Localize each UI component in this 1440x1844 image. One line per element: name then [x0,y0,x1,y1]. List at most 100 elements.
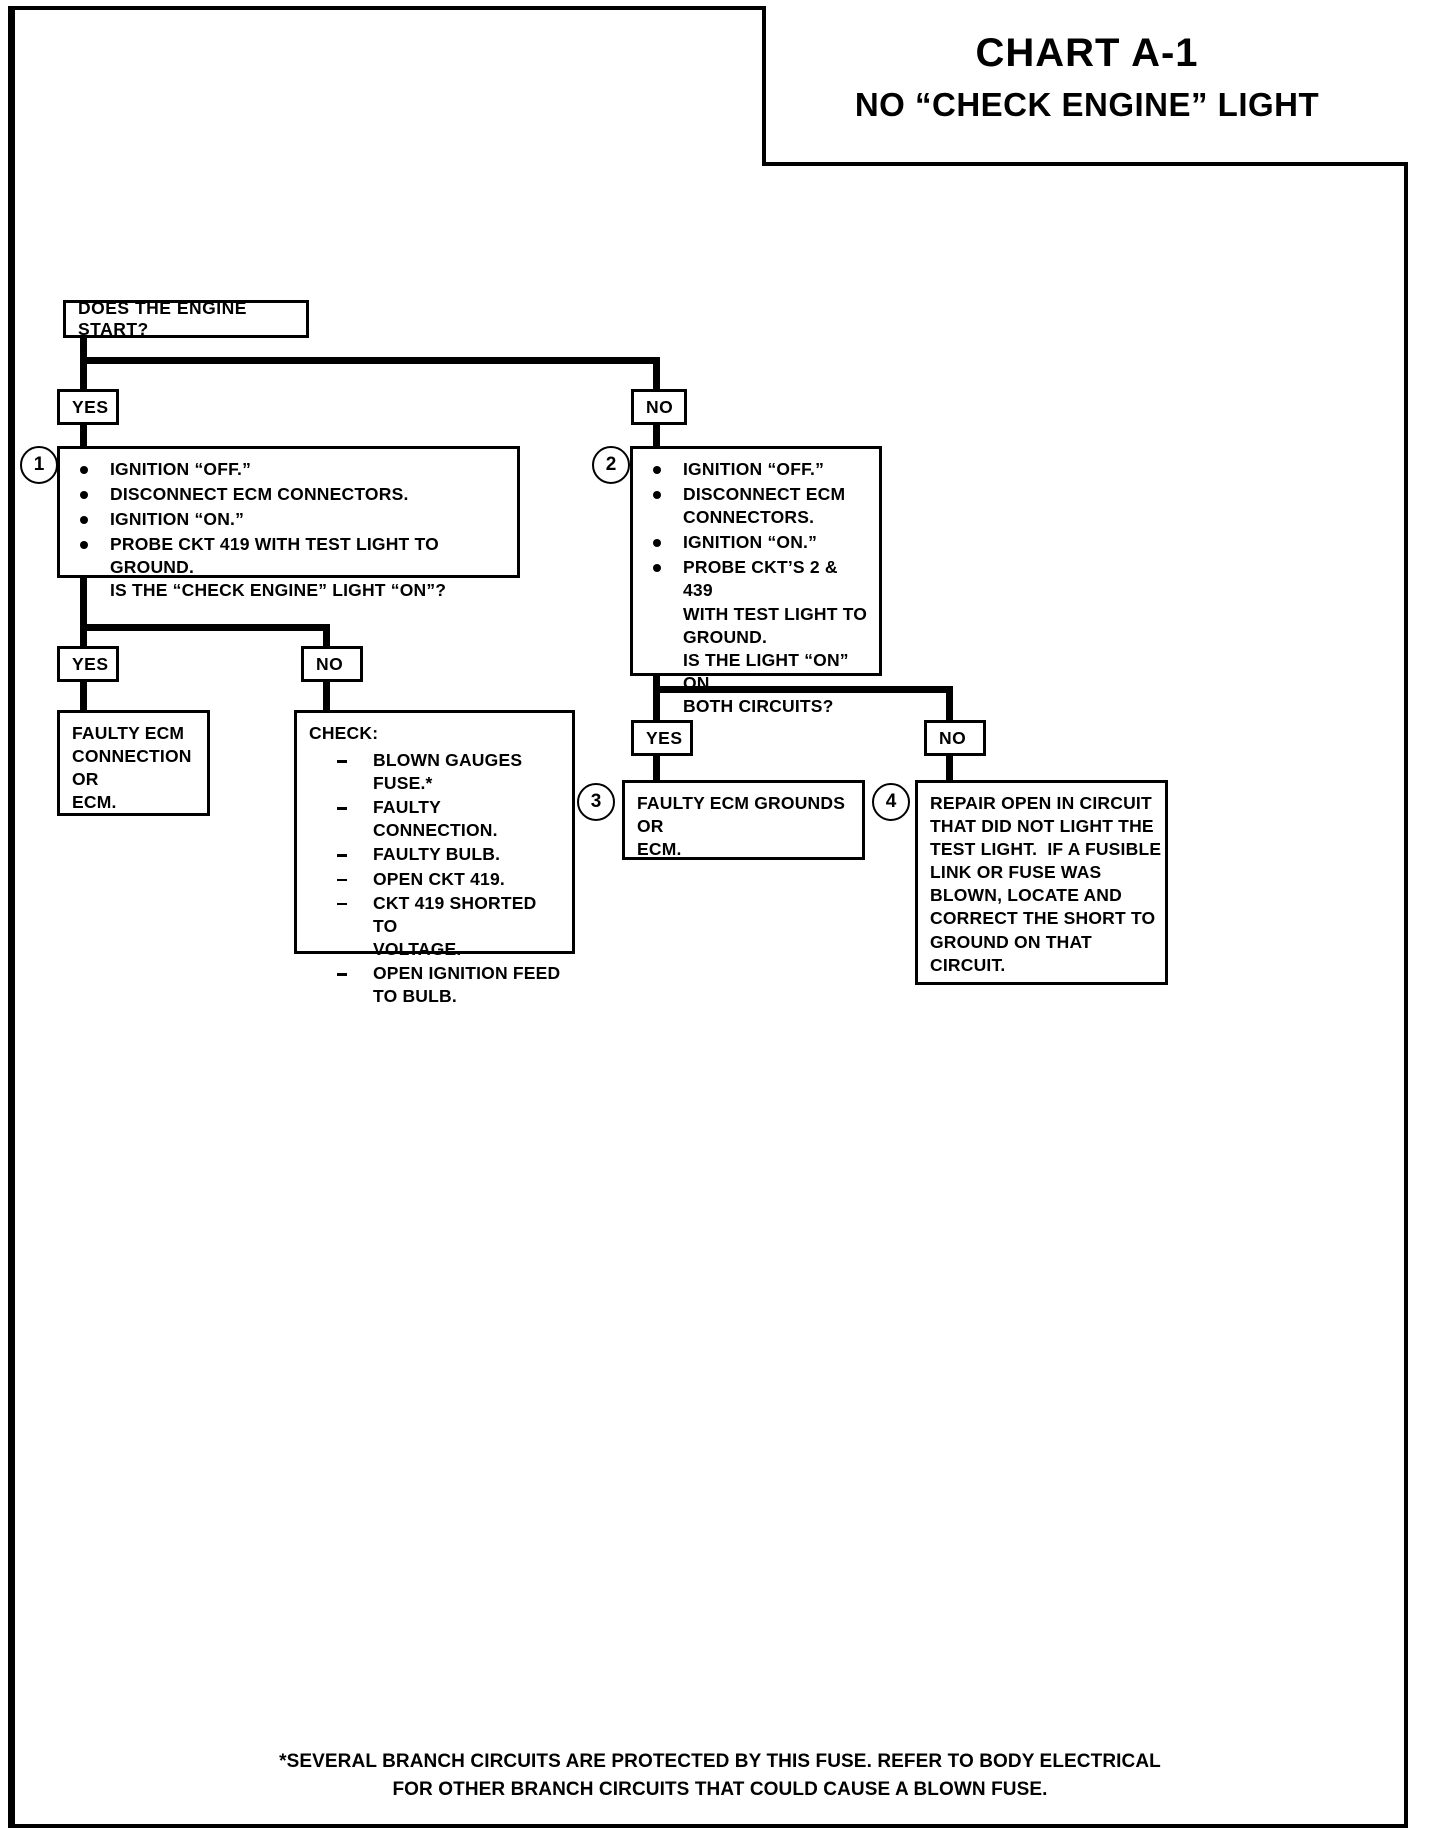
bullet-icon [653,466,661,474]
check-box: CHECK: BLOWN GAUGES FUSE.* FAULTY CONNEC… [294,710,575,1006]
connector-no-start-down [653,425,660,447]
connector-step2-down [653,676,660,722]
connector-yes-start-down [80,425,87,447]
step-2-bullet-2: IGNITION “ON.” [683,532,818,553]
check-item-3: OPEN CKT 419. [373,868,505,889]
bullet-icon [653,491,661,500]
step-4-line-1: THAT DID NOT LIGHT THE [930,816,1154,837]
dash-icon [337,878,347,882]
bullet-icon [80,491,88,500]
connector-start-down [80,338,87,391]
connector-start-right-down [653,357,660,391]
list-item: IGNITION “ON.” [645,531,869,554]
faulty-ecm-connection-line-0: FAULTY ECM [72,723,185,743]
check-box-heading: CHECK: [309,723,379,743]
branch-label-no-step2-text: NO [939,727,967,748]
step-4-box: REPAIR OPEN IN CIRCUIT THAT DID NOT LIGH… [915,780,1168,985]
branch-label-yes-step2-text: YES [646,727,683,748]
list-item: FAULTY CONNECTION. [309,796,562,842]
step-1-bullet-2: IGNITION “ON.” [110,509,245,530]
footnote-line-2: FOR OTHER BRANCH CIRCUITS THAT COULD CAU… [392,1778,1048,1800]
list-item: DISCONNECT ECM CONNECTORS. [72,483,507,506]
start-box: DOES THE ENGINE START? [63,298,309,339]
step-3-line-2: ECM. [637,839,682,860]
title-block: CHART A-1 NO “CHECK ENGINE” LIGHT [762,6,1408,166]
dash-icon [337,972,347,976]
branch-label-no-start: NO [631,389,687,425]
step-4-line-7: CIRCUIT. [930,954,1006,975]
branch-label-no-start-text: NO [646,396,674,417]
list-item: FAULTY BULB. [309,843,562,866]
connector-step1-down [80,578,87,648]
step-1-box: IGNITION “OFF.” DISCONNECT ECM CONNECTOR… [57,446,520,600]
step-3-line-1: OR [637,816,664,837]
list-item: IGNITION “OFF.” [72,458,507,481]
faulty-ecm-connection-box: FAULTY ECM CONNECTION OR ECM. [57,710,210,816]
faulty-ecm-connection-line-1: CONNECTION [72,746,192,767]
check-item-0: BLOWN GAUGES FUSE.* [373,750,523,794]
step-3-line-0: FAULTY ECM GROUNDS [637,793,846,813]
step-2-question: IS THE LIGHT “ON” ON BOTH CIRCUITS? [683,649,849,716]
connector-yes-step1-down [80,682,87,712]
list-item: IGNITION “ON.” [72,508,507,531]
footnote-line-1: *SEVERAL BRANCH CIRCUITS ARE PROTECTED B… [279,1751,1161,1772]
step-2-box: IGNITION “OFF.” DISCONNECT ECM CONNECTOR… [630,446,882,716]
faulty-ecm-connection-line-2: OR [72,769,99,790]
step-1-bullet-1: DISCONNECT ECM CONNECTORS. [110,484,409,505]
connector-step2-horizontal [653,686,953,693]
bullet-icon [80,516,88,525]
branch-label-yes-step1-text: YES [72,653,109,674]
step-number-3-text: 3 [590,791,602,812]
dash-icon [337,807,347,810]
branch-label-yes-step1: YES [57,646,119,682]
branch-label-no-step1: NO [301,646,363,682]
bullet-icon [80,541,88,550]
step-4-line-2: TEST LIGHT. IF A FUSIBLE [930,839,1162,860]
list-item: PROBE CKT 419 WITH TEST LIGHT TO GROUND.… [72,533,507,602]
dash-icon [337,902,347,906]
connector-start-horizontal [80,357,660,364]
step-number-1-text: 1 [33,454,45,475]
connector-no-step2-down [946,756,953,782]
step-1-bullet-list: IGNITION “OFF.” DISCONNECT ECM CONNECTOR… [72,458,507,603]
step-4-line-5: CORRECT THE SHORT TO [930,908,1156,929]
step-4-line-4: BLOWN, LOCATE AND [930,885,1122,906]
step-number-2-text: 2 [605,454,617,475]
connector-step2-right-down [946,686,953,722]
connector-step1-horizontal [80,624,330,631]
bullet-icon [653,564,661,573]
connector-no-step1-down [323,682,330,712]
step-number-4: 4 [872,783,910,821]
dash-icon [337,760,347,763]
branch-label-yes-start-text: YES [72,396,109,417]
step-4-line-0: REPAIR OPEN IN CIRCUIT [930,793,1152,813]
connector-yes-step2-down [653,756,660,782]
step-1-bullet-3: PROBE CKT 419 WITH TEST LIGHT TO GROUND. [110,534,439,578]
check-item-2: FAULTY BULB. [373,844,501,865]
list-item: DISCONNECT ECM CONNECTORS. [645,483,869,529]
step-3-box: FAULTY ECM GROUNDS OR ECM. [622,780,865,860]
list-item: CKT 419 SHORTED TO VOLTAGE. [309,892,562,961]
branch-label-yes-start: YES [57,389,119,425]
check-item-1: FAULTY CONNECTION. [373,797,498,841]
step-1-question: IS THE “CHECK ENGINE” LIGHT “ON”? [110,580,447,601]
step-number-2: 2 [592,446,630,484]
step-4-line-6: GROUND ON THAT [930,931,1092,952]
page-border-inner-rule [12,10,15,1824]
list-item: OPEN CKT 419. [309,868,562,891]
step-2-bullet-0: IGNITION “OFF.” [683,459,825,479]
footnote: *SEVERAL BRANCH CIRCUITS ARE PROTECTED B… [0,1748,1440,1803]
check-box-list: BLOWN GAUGES FUSE.* FAULTY CONNECTION. F… [309,749,562,1008]
bullet-icon [80,466,88,474]
connector-step1-right-down [323,624,330,648]
page-border [8,6,1408,1828]
step-number-3: 3 [577,783,615,821]
branch-label-no-step2: NO [924,720,986,756]
step-number-4-text: 4 [885,791,897,812]
list-item: BLOWN GAUGES FUSE.* [309,749,562,795]
step-4-line-3: LINK OR FUSE WAS [930,862,1102,883]
dash-icon [337,854,347,858]
bullet-icon [653,539,661,548]
branch-label-no-step1-text: NO [316,653,344,674]
step-2-bullet-3: PROBE CKT’S 2 & 439 WITH TEST LIGHT TO G… [683,557,868,647]
